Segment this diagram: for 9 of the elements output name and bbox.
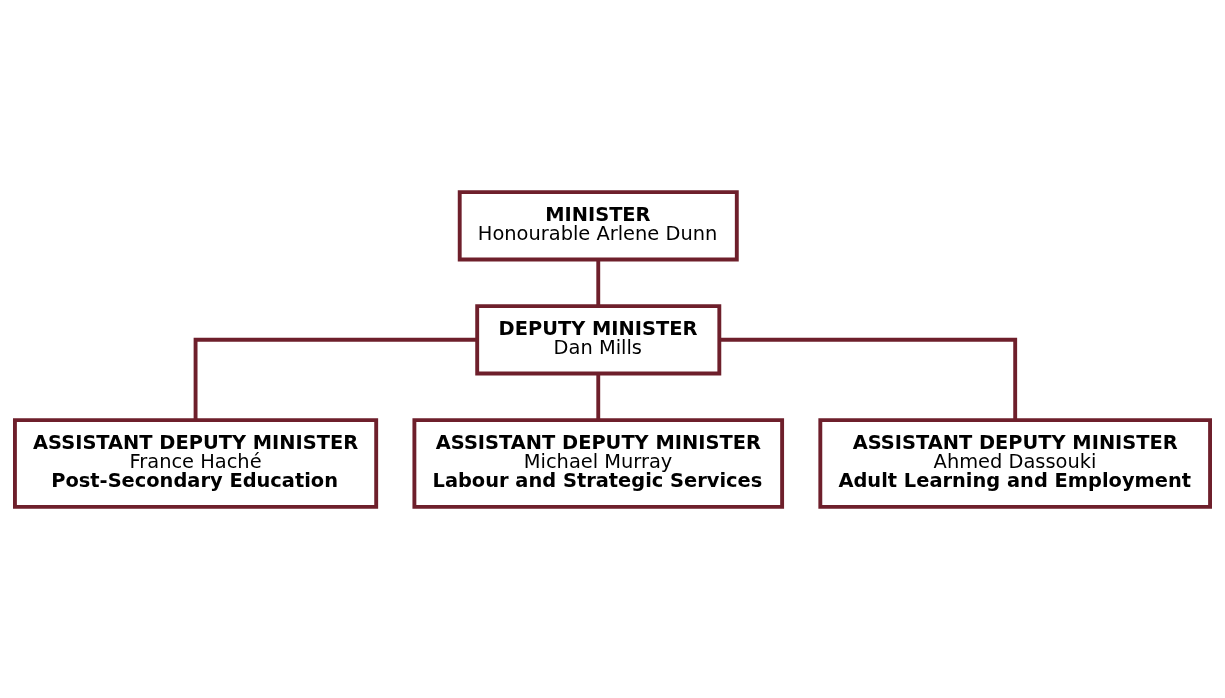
connector (193, 337, 477, 420)
connector (596, 259, 601, 306)
connector (719, 337, 1018, 420)
node-box: DEPUTY MINISTER Dan Mills (475, 303, 722, 375)
node-box: ASSISTANT DEPUTY MINISTER Ahmed Dassouki Adult Learning and Employment (818, 417, 1212, 509)
node-box: ASSISTANT DEPUTY MINISTER Michael Murray Labour and Strategic Services (412, 417, 785, 509)
connector (596, 373, 601, 420)
node-box: MINISTER Honourable Arlene Dunn (457, 189, 739, 261)
node-box: ASSISTANT DEPUTY MINISTER France Haché Post-Secondary Education (13, 417, 379, 509)
